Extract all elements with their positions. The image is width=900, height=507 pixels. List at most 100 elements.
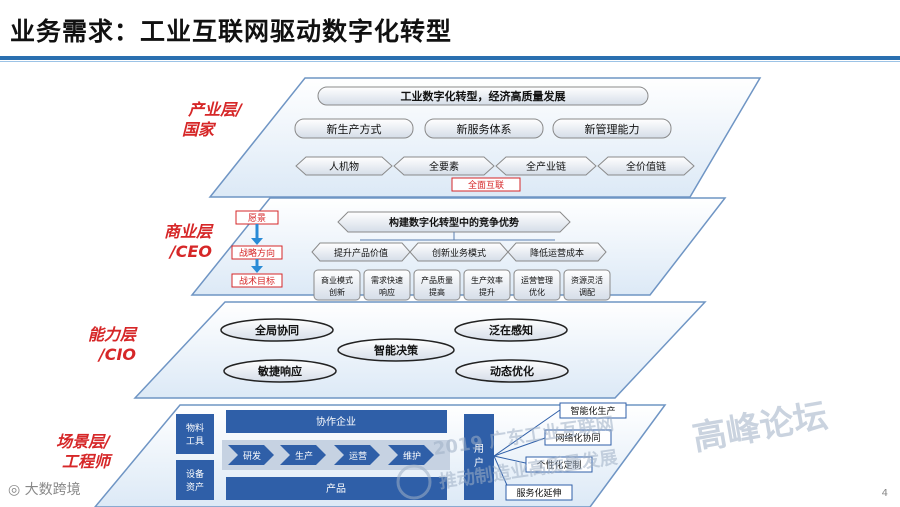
business-flow-box-3 xyxy=(231,273,283,288)
scene-right-box-1 xyxy=(559,402,627,419)
watermark-brand: 高峰论坛 xyxy=(690,396,831,459)
scene-right-text-2: 网络化协同 xyxy=(555,432,600,444)
scene-left-top-text-2: 工具 xyxy=(186,436,204,447)
capability-text-2: 泛在感知 xyxy=(489,323,533,337)
scene-collab-bar xyxy=(226,410,447,433)
scene-right-text-1: 智能化生产 xyxy=(570,405,615,417)
business-bottom-box-6 xyxy=(563,269,611,301)
business-bottom-text-3b: 提高 xyxy=(429,287,445,297)
layer-label-capability-line2: /CIO xyxy=(98,345,136,364)
scene-right-text-3: 个性化定制 xyxy=(536,459,581,471)
capability-text-1: 全局协同 xyxy=(254,323,299,337)
page-number: 4 xyxy=(881,488,888,499)
business-bottom-text-6a: 资源灵活 xyxy=(571,275,603,285)
capability-content: 全局协同 泛在感知 智能决策 敏捷响应 动态优化 xyxy=(220,318,569,383)
layer-label-business-line1: 商业层 xyxy=(163,222,212,241)
industry-row3-box-1 xyxy=(295,156,393,176)
business-bottom-text-3a: 产品质量 xyxy=(421,275,453,285)
industry-row3-text-1: 人机物 xyxy=(329,160,359,173)
scene-stage-1 xyxy=(228,445,274,465)
industry-top-text: 工业数字化转型，经济高质量发展 xyxy=(401,89,567,103)
business-mid-text-1: 提升产品价值 xyxy=(334,247,388,259)
scene-left-bottom-box xyxy=(176,460,214,500)
layer-label-scene: 场景层/ 工程师 xyxy=(20,432,110,472)
business-flow-arrowhead-1 xyxy=(251,238,263,245)
scene-left-bottom-text-2: 资产 xyxy=(186,481,204,493)
scene-product-text: 产品 xyxy=(326,482,346,495)
title-divider-thin xyxy=(0,61,900,62)
scene-stage-text-1: 研发 xyxy=(243,450,261,462)
watermark-circle-icon xyxy=(396,464,432,500)
scene-stage-text-3: 运营 xyxy=(349,450,367,462)
industry-row3-box-4 xyxy=(597,156,695,176)
business-mid-text-3: 降低运营成本 xyxy=(530,247,584,259)
industry-row2-box-2 xyxy=(424,118,544,139)
business-top-text: 构建数字化转型中的竞争优势 xyxy=(389,216,519,229)
capability-text-5: 动态优化 xyxy=(490,364,534,378)
business-bottom-box-5 xyxy=(513,269,561,301)
scene-link-3 xyxy=(493,455,531,465)
logo-text: 大数跨境 xyxy=(24,482,81,498)
business-bottom-text-1b: 创新 xyxy=(329,287,345,297)
industry-row2-text-3: 新管理能力 xyxy=(585,122,640,136)
capability-text-3: 智能决策 xyxy=(374,343,419,357)
scene-user-text-1: 用 xyxy=(474,444,484,455)
capability-text-4: 敏捷响应 xyxy=(257,364,302,378)
scene-product-bar xyxy=(226,477,447,500)
capability-oval-3 xyxy=(337,338,455,362)
business-bottom-items: 商业模式 创新 需求快速 响应 产品质量 提高 生产效率 提升 运营管理 优化 … xyxy=(313,269,611,301)
business-flow-text-2: 战略方向 xyxy=(239,247,275,259)
logo: ◎ 大数跨境 xyxy=(8,479,81,499)
business-content: 愿景 战略方向 战术目标 构建数字化转型中的竞争优势 提升产品价值 创新业务模式… xyxy=(231,210,611,301)
layer-label-industry-line2: 国家 xyxy=(182,120,215,139)
industry-row2-box-3 xyxy=(552,118,672,139)
scene-stage-3 xyxy=(334,445,380,465)
industry-row3-text-4: 全价值链 xyxy=(626,160,666,173)
business-bottom-box-1 xyxy=(313,269,361,301)
layer-label-scene-line1: 场景层/ xyxy=(56,432,110,451)
business-mid-text-2: 创新业务模式 xyxy=(432,247,486,259)
scene-left-top-text-1: 物料 xyxy=(186,422,204,434)
industry-row2-text-1: 新生产方式 xyxy=(327,122,382,136)
business-bottom-text-2a: 需求快速 xyxy=(371,275,403,285)
scene-link-2 xyxy=(493,436,549,457)
industry-row2-box-1 xyxy=(294,118,414,139)
industry-top-box xyxy=(317,86,649,106)
industry-connect-text: 全面互联 xyxy=(468,179,504,191)
scene-content: 物料 工具 设备 资产 协作企业 研发 生产 运营 维护 产品 用 户 智能化生… xyxy=(176,402,627,501)
industry-row2-text-2: 新服务体系 xyxy=(457,122,512,136)
scene-left-top-box xyxy=(176,414,214,454)
business-bottom-text-4a: 生产效率 xyxy=(471,275,503,285)
scene-user-box xyxy=(464,414,494,500)
scene-collab-text: 协作企业 xyxy=(316,415,356,428)
business-bottom-text-5b: 优化 xyxy=(529,287,545,297)
business-bottom-text-2b: 响应 xyxy=(379,287,395,297)
business-bottom-box-3 xyxy=(413,269,461,301)
scene-stage-text-4: 维护 xyxy=(403,450,421,462)
industry-content: 工业数字化转型，经济高质量发展 新生产方式 新服务体系 新管理能力 人机物 全要… xyxy=(294,86,695,192)
industry-row3-text-2: 全要素 xyxy=(429,160,459,173)
scene-right-box-3 xyxy=(525,456,593,473)
scene-stage-4 xyxy=(388,445,434,465)
scene-left-bottom-text-1: 设备 xyxy=(186,468,204,480)
business-top-box xyxy=(337,211,571,233)
business-bottom-box-4 xyxy=(463,269,511,301)
layer-label-business: 商业层 /CEO xyxy=(122,222,212,262)
capability-oval-4 xyxy=(223,359,337,383)
scene-right-text-4: 服务化延伸 xyxy=(516,487,561,499)
capability-oval-5 xyxy=(455,359,569,383)
layer-label-capability-line1: 能力层 xyxy=(87,325,136,344)
business-bottom-text-1a: 商业模式 xyxy=(321,275,353,285)
business-bottom-box-2 xyxy=(363,269,411,301)
scene-right-box-4 xyxy=(505,484,573,501)
business-flow-arrowhead-2 xyxy=(251,266,263,273)
page-title: 业务需求：工业互联网驱动数字化转型 xyxy=(10,17,453,46)
layer-label-capability: 能力层 /CIO xyxy=(46,325,136,365)
layer-label-industry: 产业层/ 国家 xyxy=(152,100,242,140)
layer-label-business-line2: /CEO xyxy=(169,242,212,261)
business-bottom-text-6b: 调配 xyxy=(579,288,595,297)
industry-row3-box-2 xyxy=(393,156,495,176)
layer-label-scene-line2: 工程师 xyxy=(61,452,110,471)
logo-icon: ◎ xyxy=(8,482,25,498)
